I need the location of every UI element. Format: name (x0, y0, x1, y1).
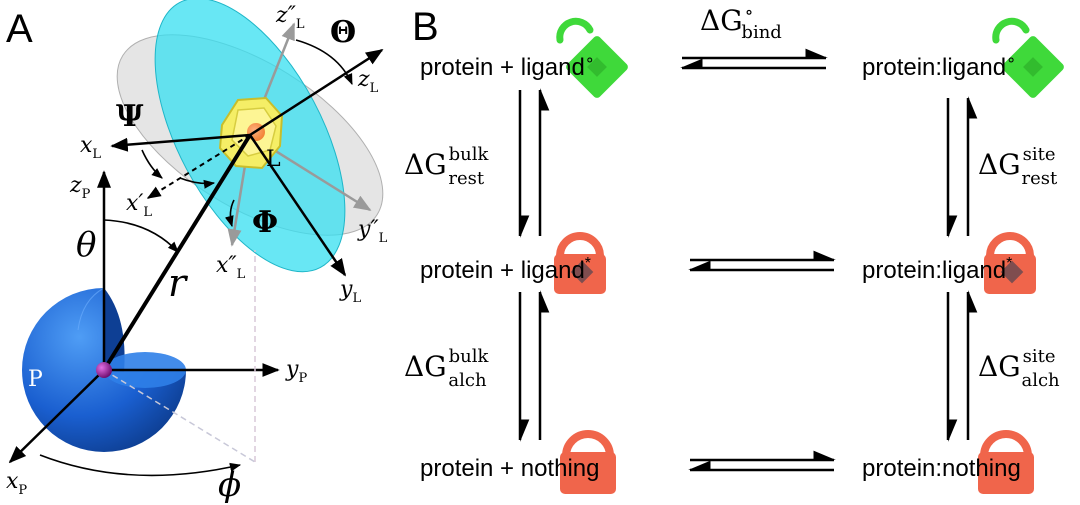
delta-g-bind-label: ΔG∘bind (700, 2, 782, 43)
panel-b: B (404, 2, 1064, 494)
equilibrium-arrow-right-upper (946, 96, 978, 238)
capital-psi-label: Ψ (116, 99, 144, 134)
state-complex-ligand-bound: protein:ligand∘ (862, 52, 1016, 81)
equilibrium-arrow-top (680, 48, 828, 70)
z-l-label: zL (357, 67, 379, 96)
phi-angle-arc-lower (224, 199, 235, 228)
z-p-label: zP (69, 173, 91, 202)
r-label: r (168, 261, 189, 305)
theta-angle-arc (295, 39, 353, 86)
state-complex-nothing: protein:nothing (862, 455, 1021, 482)
x-l-prime-label: x′L (126, 191, 152, 220)
equilibrium-arrow-bottom (688, 450, 836, 472)
state-protein-plus-ligand-restrained: protein + ligand* (420, 255, 591, 284)
x-l-label: xL (80, 133, 101, 162)
panel-a: A (6, 0, 388, 505)
theta-small-arc (103, 219, 179, 253)
z-l-double-prime-label: z″L (275, 3, 305, 32)
x-l-double-prime-label: x″L (216, 253, 246, 282)
x-p-label: xP (6, 469, 27, 498)
capital-phi-label: Φ (252, 205, 278, 240)
y-p-label: yP (285, 357, 307, 386)
capital-theta-label: Θ (330, 15, 356, 50)
unlocked-lock-icon (992, 17, 1064, 98)
equilibrium-arrow-left-upper (518, 88, 550, 238)
l-center-label: L (266, 147, 281, 172)
locked-lock-icon (978, 430, 1034, 494)
z-l-axis (249, 48, 384, 137)
y-l-axis (248, 134, 347, 277)
psi-angle-arc (141, 149, 163, 179)
equilibrium-arrow-right-lower (946, 290, 978, 442)
x-p-axis (8, 369, 105, 464)
x-l-axis (110, 133, 251, 152)
y-l-label: yL (339, 277, 361, 306)
theta-label: θ (76, 225, 96, 265)
locked-lock-icon (554, 232, 606, 294)
state-protein-plus-nothing: protein + nothing (420, 455, 599, 482)
equilibrium-arrow-middle (688, 250, 836, 272)
locked-lock-icon (560, 430, 616, 494)
state-protein-plus-ligand-bound: protein + ligand∘ (420, 52, 595, 81)
state-complex-ligand-restrained: protein:ligand* (862, 255, 1012, 284)
phi-angle-arc-upper (179, 177, 216, 189)
panel-b-label: B (412, 5, 439, 49)
p-label: P (28, 367, 43, 392)
phi-label: ϕ (218, 465, 241, 505)
anchor-atom (96, 362, 112, 378)
y-l-double-prime-label: y″L (357, 217, 388, 246)
locked-lock-icon (984, 232, 1036, 294)
equilibrium-arrow-left-lower (518, 290, 550, 442)
unlocked-lock-icon (556, 17, 628, 98)
phi-small-arc (39, 454, 242, 477)
panel-a-label: A (6, 7, 33, 51)
x-l-prime-axis (146, 134, 251, 199)
